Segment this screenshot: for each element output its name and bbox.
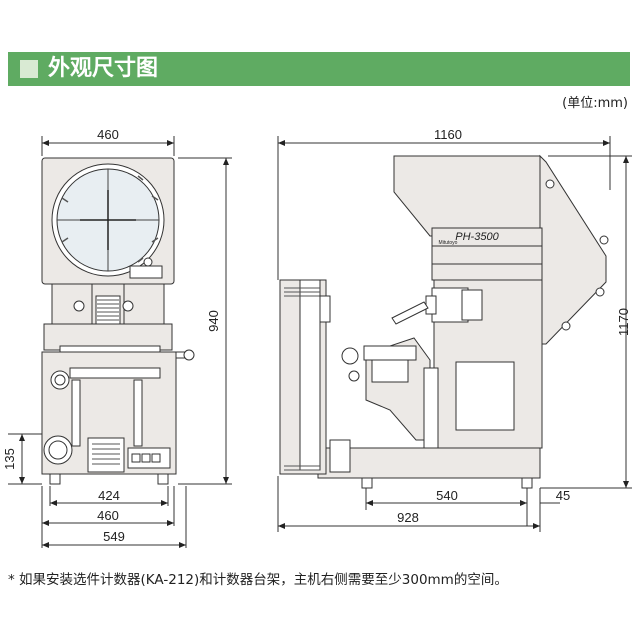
side-dim-45-label: 45 [556,488,570,503]
section-header: 外观尺寸图 [8,52,630,86]
front-base-424-label: 424 [98,488,120,503]
brand-label: Mitutoyo [439,240,458,246]
front-base-549-label: 549 [103,529,125,544]
front-height-label: 940 [206,310,221,332]
section-title: 外观尺寸图 [48,56,159,81]
model-label: PH-3500 [455,231,499,243]
side-dim-540-label: 540 [436,488,458,503]
front-view [8,136,232,548]
side-view [277,136,632,532]
header-square-icon [20,60,38,78]
side-height-label: 1170 [616,308,631,336]
unit-label: (单位:mm) [562,96,628,111]
front-width-label: 460 [97,127,119,142]
front-offset-label: 135 [2,448,17,470]
side-dim-928-label: 928 [397,510,419,525]
front-base-460-label: 460 [97,508,119,523]
side-width-label: 1160 [434,127,462,142]
footnote: * 如果安装选件计数器(KA-212)和计数器台架，主机右侧需要至少300mm的… [8,572,508,588]
